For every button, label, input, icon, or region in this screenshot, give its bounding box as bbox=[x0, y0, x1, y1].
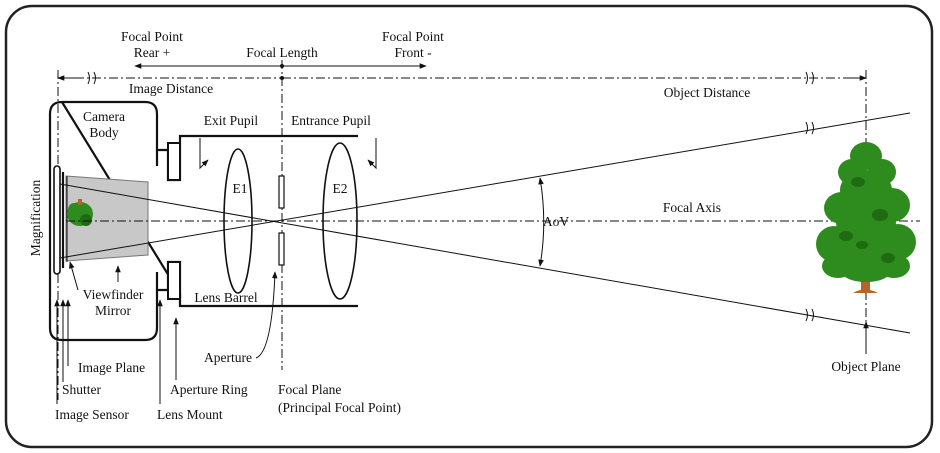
entrance-pupil-bracket bbox=[367, 138, 377, 170]
label-viewfinder-2: Mirror bbox=[95, 303, 131, 318]
label-aperture: Aperture bbox=[204, 350, 252, 365]
label-image-plane: Image Plane bbox=[78, 360, 145, 375]
label-lens-barrel: Lens Barrel bbox=[194, 290, 258, 305]
ray-lower bbox=[59, 183, 911, 334]
label-focal-length: Focal Length bbox=[246, 45, 318, 60]
label-shutter: Shutter bbox=[62, 382, 102, 397]
label-focal-plane-2: (Principal Focal Point) bbox=[278, 400, 401, 415]
label-camera-body-1: Camera bbox=[83, 109, 125, 124]
label-e1: E1 bbox=[233, 181, 248, 196]
image-sensor bbox=[53, 165, 61, 275]
label-image-sensor: Image Sensor bbox=[55, 407, 129, 422]
label-lens-mount: Lens Mount bbox=[157, 407, 223, 422]
ray-upper bbox=[59, 112, 911, 259]
label-aperture-ring: Aperture Ring bbox=[170, 382, 248, 397]
aperture-blade-bottom bbox=[278, 232, 285, 266]
label-focal-point-rear-1: Focal Point bbox=[121, 29, 183, 44]
label-focal-point-front-2: Front - bbox=[394, 45, 432, 60]
label-camera-body-2: Body bbox=[89, 125, 119, 140]
break-marks bbox=[87, 71, 814, 322]
label-viewfinder-1: Viewfinder bbox=[83, 287, 144, 302]
label-focal-point-rear-2: Rear + bbox=[134, 45, 170, 60]
label-object-distance: Object Distance bbox=[664, 85, 751, 100]
label-exit-pupil: Exit Pupil bbox=[204, 113, 259, 128]
label-entrance-pupil: Entrance Pupil bbox=[291, 113, 371, 128]
diagram-frame bbox=[4, 4, 934, 449]
lens-mount-bottom bbox=[167, 261, 181, 300]
label-focal-plane-1: Focal Plane bbox=[278, 382, 341, 397]
tree-object bbox=[816, 142, 916, 293]
aperture-blade-top bbox=[278, 175, 285, 209]
label-image-distance: Image Distance bbox=[129, 81, 213, 96]
aov-arc bbox=[538, 177, 545, 267]
label-e2: E2 bbox=[333, 181, 348, 196]
lens-mount-top bbox=[167, 142, 181, 181]
exit-pupil-bracket bbox=[199, 138, 209, 170]
label-object-plane: Object Plane bbox=[831, 359, 900, 374]
mirror-pointer bbox=[69, 261, 79, 291]
viewfinder-mirror bbox=[65, 175, 149, 262]
label-magnification: Magnification bbox=[28, 180, 43, 257]
label-focal-axis: Focal Axis bbox=[663, 200, 721, 215]
label-aov: AoV bbox=[543, 214, 569, 229]
inverted-tree-image bbox=[67, 199, 93, 226]
aperture-pointer bbox=[255, 271, 278, 359]
label-focal-point-front-1: Focal Point bbox=[382, 29, 444, 44]
